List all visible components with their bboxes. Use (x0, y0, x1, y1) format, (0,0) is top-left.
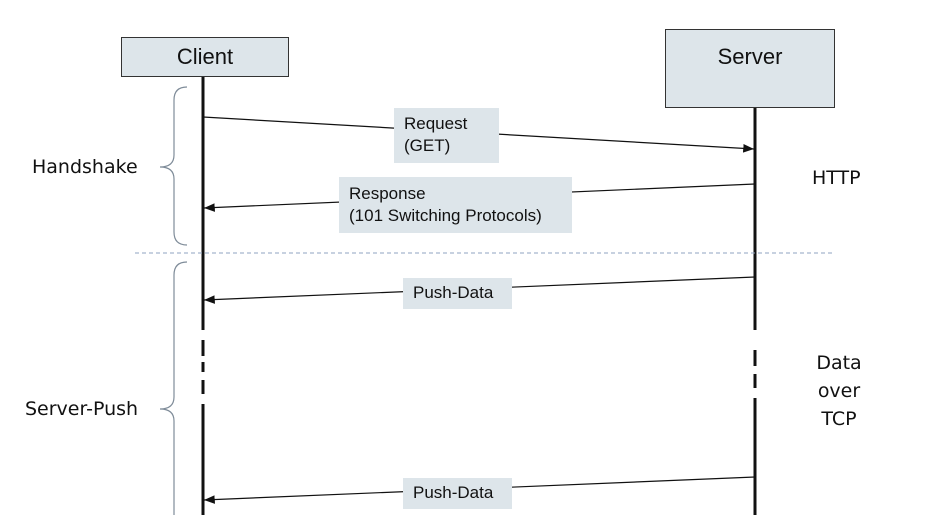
handshake-phase-label: Handshake (32, 156, 138, 178)
handshake-brace (159, 86, 188, 246)
tcp-line-2: over (817, 380, 861, 402)
push-data-2-label: Push-Data (403, 478, 512, 509)
response-line-1: Response (349, 184, 426, 203)
client-label: Client (176, 44, 234, 69)
server-push-phase-label: Server-Push (25, 398, 139, 420)
server-label: Server (717, 44, 783, 69)
tcp-line-1: Data (816, 352, 862, 374)
request-line-2: (GET) (404, 136, 451, 155)
server-push-brace (159, 261, 188, 515)
response-message-label: Response (101 Switching Protocols) (339, 177, 572, 233)
response-line-2: (101 Switching Protocols) (349, 206, 542, 225)
push-data-1-label: Push-Data (403, 278, 512, 309)
request-line-1: Request (404, 114, 468, 133)
request-message-label: Request (GET) (394, 108, 499, 163)
http-protocol-label: HTTP (812, 167, 861, 189)
tcp-line-3: TCP (821, 408, 857, 430)
client-participant: Client (121, 37, 289, 77)
server-participant: Server (665, 29, 835, 108)
tcp-protocol-label: Data over TCP (808, 349, 870, 433)
